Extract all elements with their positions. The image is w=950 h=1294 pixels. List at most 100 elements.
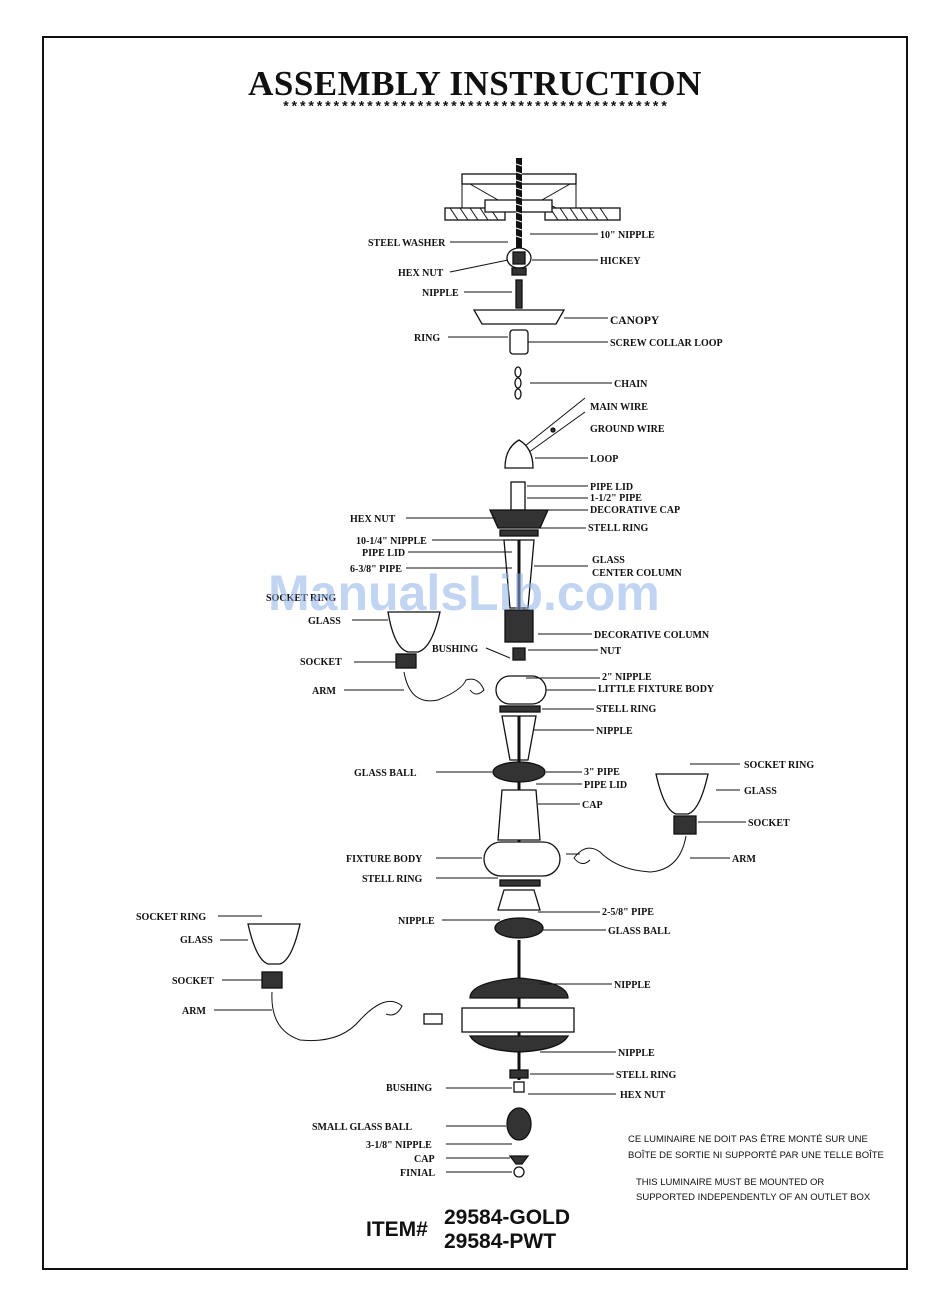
stell-ring-part-3 (499, 879, 541, 887)
label-socket-ring-left-upper: SOCKET RING (266, 593, 336, 604)
label-stell-ring-2: STELL RING (596, 704, 657, 715)
fixture-body-part (483, 841, 561, 877)
stell-ring-part-2 (499, 705, 541, 713)
label-main-wire: MAIN WIRE (590, 402, 648, 413)
label-hex-nut-2: HEX NUT (350, 514, 396, 525)
label-little-fixture-body: LITTLE FIXTURE BODY (598, 684, 715, 695)
small-glass-ball-part (506, 1107, 532, 1141)
leader-lines (214, 233, 746, 1173)
label-bushing-2: BUSHING (386, 1083, 432, 1094)
label-glass-ball-1: GLASS BALL (354, 768, 417, 779)
note-english-line-2: SUPPORTED INDEPENDENTLY OF AN OUTLET BOX (636, 1192, 871, 1203)
label-10-1-4-nipple: 10-1/4" NIPPLE (356, 536, 427, 547)
label-glass-ball-2: GLASS BALL (608, 926, 671, 937)
label-bushing-1: BUSHING (432, 644, 478, 655)
watermark: ManualsLib.com (268, 565, 660, 621)
cap-bottom-part (508, 1155, 530, 1165)
label-2-5-8-pipe: 2-5/8" PIPE (602, 907, 654, 918)
label-glass-left-lower: GLASS (180, 935, 213, 946)
label-decorative-column: DECORATIVE COLUMN (594, 630, 710, 641)
center-rod (515, 158, 523, 250)
right-arm-assembly (573, 773, 709, 873)
label-ground-wire: GROUND WIRE (590, 424, 665, 435)
label-arm-left-lower: ARM (182, 1006, 206, 1017)
chain-part (514, 366, 522, 400)
label-ring: RING (414, 333, 440, 344)
label-glass-right: GLASS (744, 786, 777, 797)
label-small-glass-ball: SMALL GLASS BALL (312, 1122, 412, 1133)
label-cap-1: CAP (582, 800, 603, 811)
label-pipe-lid-1: PIPE LID (590, 482, 633, 493)
label-cap-bottom: CAP (414, 1154, 435, 1165)
label-10in-nipple: 10" NIPPLE (600, 230, 655, 241)
label-socket-left-lower: SOCKET (172, 976, 214, 987)
label-glass-left-upper: GLASS (308, 616, 341, 627)
label-nipple-top: NIPPLE (422, 288, 459, 299)
canopy-part (472, 309, 566, 325)
finial-part (513, 1166, 525, 1178)
label-nut: NUT (600, 646, 621, 657)
lower-body-top (469, 977, 569, 999)
label-socket-left-upper: SOCKET (300, 657, 342, 668)
note-english-line-1: THIS LUMINAIRE MUST BE MOUNTED OR (636, 1177, 824, 1188)
label-nipple-lower-3: NIPPLE (618, 1048, 655, 1059)
label-finial: FINIAL (400, 1168, 435, 1179)
label-chain: CHAIN (614, 379, 648, 390)
hickey-part (506, 247, 532, 276)
label-hex-nut-top: HEX NUT (398, 268, 444, 279)
nipple-part (515, 279, 523, 309)
item-number-prefix: ITEM# (366, 1218, 428, 1241)
little-fixture-body-part (495, 675, 547, 705)
screw-collar-loop-part (509, 329, 529, 355)
lower-body-bottom (468, 1035, 570, 1053)
glass-ball-part (492, 761, 546, 783)
left-lower-arm-assembly (247, 923, 443, 1042)
page-border (42, 36, 908, 1270)
label-hickey: HICKEY (600, 256, 641, 267)
label-decorative-cap: DECORATIVE CAP (590, 505, 680, 516)
glass-ball-part-2 (494, 917, 544, 939)
label-pipe-lid-2: PIPE LID (362, 548, 405, 559)
item-code-gold: 29584-GOLD (444, 1206, 570, 1229)
label-canopy: CANOPY (610, 315, 660, 327)
loop-part (504, 439, 534, 469)
label-stell-ring-1: STELL RING (588, 523, 649, 534)
label-6-3-8-pipe: 6-3/8" PIPE (350, 564, 402, 575)
decorative-column-part (504, 609, 534, 643)
label-socket-right: SOCKET (748, 818, 790, 829)
nut-part (512, 647, 526, 661)
label-nipple-mid: NIPPLE (596, 726, 633, 737)
ceiling-joist (444, 173, 621, 221)
label-glass-center-column-1: GLASS (592, 555, 625, 566)
label-socket-ring-left-lower: SOCKET RING (136, 912, 206, 923)
label-3-1-8-nipple: 3-1/8" NIPPLE (366, 1140, 432, 1151)
pipe-lid-part (510, 481, 526, 511)
cap-part (497, 789, 541, 841)
decorative-cap-part (488, 509, 550, 529)
note-french-line-1: CE LUMINAIRE NE DOIT PAS ÊTRE MONTÉ SUR … (628, 1134, 868, 1145)
label-2in-nipple: 2" NIPPLE (602, 672, 652, 683)
label-3in-pipe: 3" PIPE (584, 767, 620, 778)
note-french-line-2: BOÎTE DE SORTIE NI SUPPORTÉ PAR UNE TELL… (628, 1150, 884, 1161)
label-screw-collar-loop: SCREW COLLAR LOOP (610, 338, 723, 349)
left-upper-arm-assembly (387, 611, 485, 702)
stell-ring-part (499, 529, 539, 537)
label-stell-ring-4: STELL RING (616, 1070, 677, 1081)
page-title: ASSEMBLY INSTRUCTION (248, 64, 702, 103)
label-stell-ring-3: STELL RING (362, 874, 423, 885)
label-loop: LOOP (590, 454, 618, 465)
bushing-part (513, 1081, 525, 1093)
stell-ring-part-4 (509, 1069, 529, 1079)
lower-body-glass (461, 1007, 575, 1033)
label-glass-center-column-2: CENTER COLUMN (592, 568, 683, 579)
label-hex-nut-bottom: HEX NUT (620, 1090, 666, 1101)
label-nipple-lower: NIPPLE (398, 916, 435, 927)
wires (519, 397, 586, 456)
item-code-pwt: 29584-PWT (444, 1230, 556, 1253)
title-underline-stars: ****************************************… (281, 100, 669, 116)
label-steel-washer: STEEL WASHER (368, 238, 446, 249)
label-arm-left-upper: ARM (312, 686, 336, 697)
label-nipple-lower-2: NIPPLE (614, 980, 651, 991)
label-arm-right: ARM (732, 854, 756, 865)
